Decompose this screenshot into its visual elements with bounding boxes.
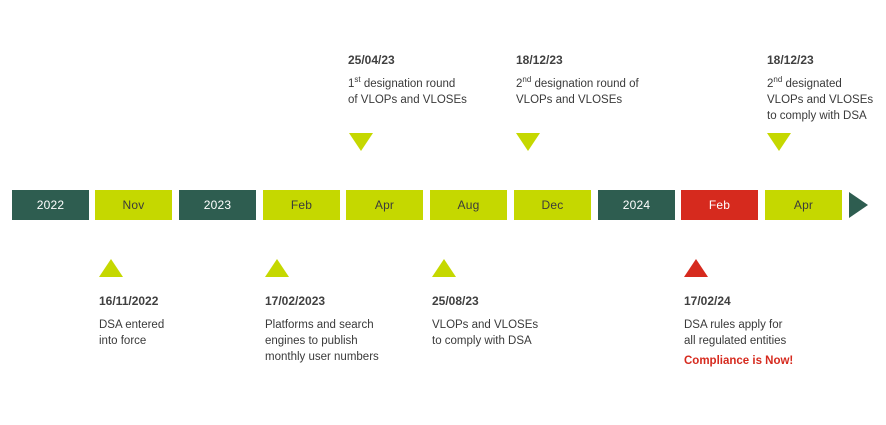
- event-description: 1st designation round of VLOPs and VLOSE…: [348, 75, 467, 106]
- timeline-segment-dec: Dec: [514, 190, 591, 220]
- event-description: VLOPs and VLOSEs to comply with DSA: [432, 319, 539, 347]
- event-date: 25/08/23: [432, 294, 479, 308]
- timeline-segment-2024: 2024: [598, 190, 675, 220]
- timeline-segment-aug: Aug: [430, 190, 507, 220]
- marker-up-icon: [432, 259, 456, 277]
- timeline-segment-feb-2023: Feb: [263, 190, 340, 220]
- marker-down-icon: [349, 133, 373, 151]
- marker-up-icon: [265, 259, 289, 277]
- event-date: 18/12/23: [767, 53, 814, 67]
- event-description: 2nd designation round of VLOPs and VLOSE…: [516, 75, 639, 106]
- marker-down-icon: [767, 133, 791, 151]
- timeline-segment-apr-2023: Apr: [346, 190, 423, 220]
- timeline-segment-apr-2024: Apr: [765, 190, 842, 220]
- event-date: 25/04/23: [348, 53, 395, 67]
- marker-down-icon: [516, 133, 540, 151]
- timeline-segment-nov: Nov: [95, 190, 172, 220]
- event-date: 17/02/2023: [265, 294, 326, 308]
- event-date: 16/11/2022: [99, 294, 159, 308]
- event-date: 17/02/24: [684, 294, 731, 308]
- event-description: 2nd designated VLOPs and VLOSEs to compl…: [767, 75, 874, 122]
- event-date: 18/12/23: [516, 53, 563, 67]
- marker-up-icon: [99, 259, 123, 277]
- compliance-note: Compliance is Now!: [684, 355, 794, 367]
- event-description: DSA rules apply for all regulated entiti…: [684, 319, 787, 347]
- timeline-segment-2022: 2022: [12, 190, 89, 220]
- event-description: DSA entered into force: [99, 319, 165, 347]
- marker-up-highlight-icon: [684, 259, 708, 277]
- timeline-arrow-icon: [849, 192, 868, 218]
- timeline-segment-2023: 2023: [179, 190, 256, 220]
- timeline-segment-feb-2024: Feb: [681, 190, 758, 220]
- event-description: Platforms and search engines to publish …: [265, 319, 379, 363]
